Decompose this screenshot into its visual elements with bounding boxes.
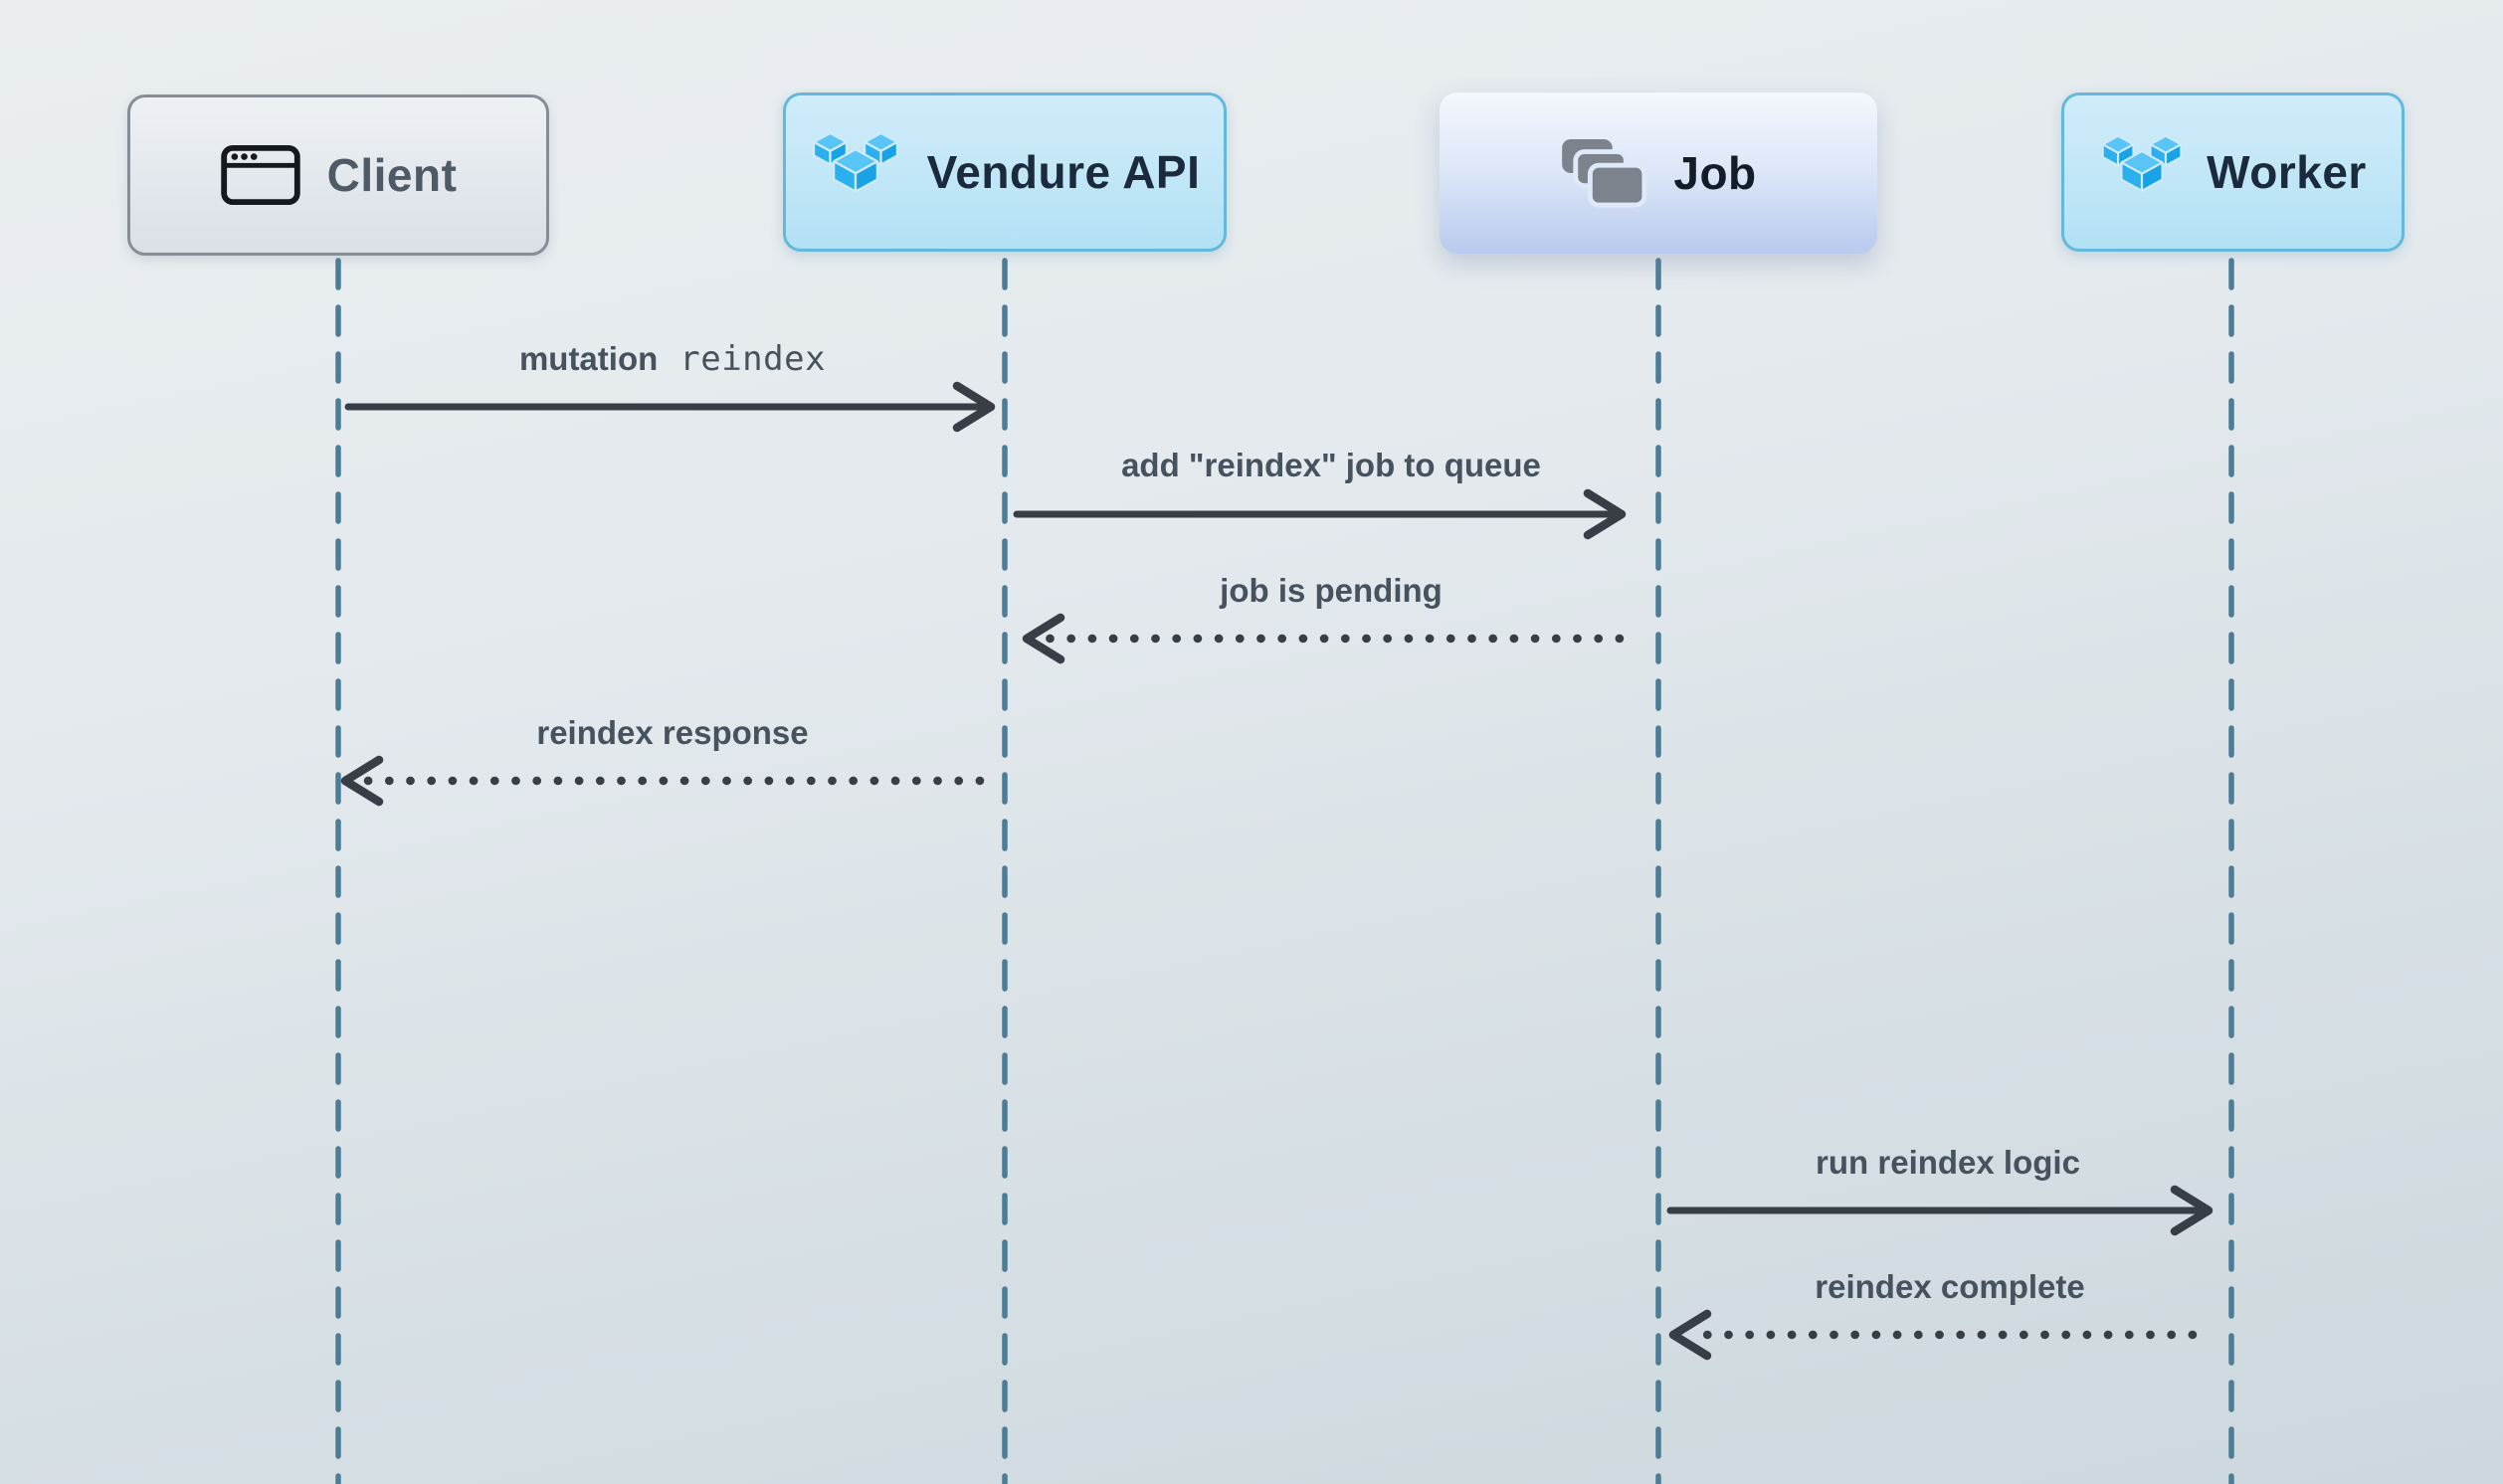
vendure-logo-icon bbox=[810, 131, 901, 213]
message-label-job-pending: job is pending bbox=[1220, 572, 1443, 610]
message-label-mutation-reindex: mutation reindex bbox=[519, 339, 826, 379]
message-text: add "reindex" job to queue bbox=[1121, 447, 1541, 483]
browser-window-icon bbox=[220, 144, 301, 206]
actor-job: Job bbox=[1440, 93, 1877, 254]
message-text: mutation bbox=[518, 340, 659, 377]
message-text: run reindex logic bbox=[1816, 1144, 2080, 1181]
actor-label: Client bbox=[326, 149, 458, 201]
actor-worker: Worker bbox=[2061, 93, 2405, 252]
message-text: reindex complete bbox=[1815, 1268, 2085, 1305]
stacked-cards-icon bbox=[1560, 137, 1647, 209]
message-label-add-job: add "reindex" job to queue bbox=[1121, 447, 1541, 484]
message-label-run-reindex: run reindex logic bbox=[1816, 1144, 2080, 1182]
message-text: job is pending bbox=[1220, 572, 1443, 609]
vendure-logo-icon bbox=[2099, 134, 2185, 211]
arrow-reindex-complete bbox=[1668, 1309, 2198, 1361]
actor-label: Worker bbox=[2207, 146, 2367, 198]
arrow-reindex-response bbox=[340, 755, 985, 807]
actor-label: Vendure API bbox=[926, 146, 1201, 198]
message-text: reindex response bbox=[536, 714, 809, 751]
arrow-run-reindex-logic bbox=[1666, 1185, 2214, 1236]
arrow-mutation-reindex bbox=[344, 381, 996, 433]
arrow-add-job-to-queue bbox=[1013, 488, 1627, 540]
actor-label: Job bbox=[1673, 147, 1757, 199]
message-code: reindex bbox=[679, 339, 827, 379]
message-label-reindex-complete: reindex complete bbox=[1815, 1268, 2084, 1306]
actor-vendure-api: Vendure API bbox=[783, 93, 1227, 252]
message-label-reindex-response: reindex response bbox=[536, 714, 808, 752]
actor-client: Client bbox=[127, 94, 549, 256]
arrow-job-is-pending bbox=[1022, 613, 1625, 664]
